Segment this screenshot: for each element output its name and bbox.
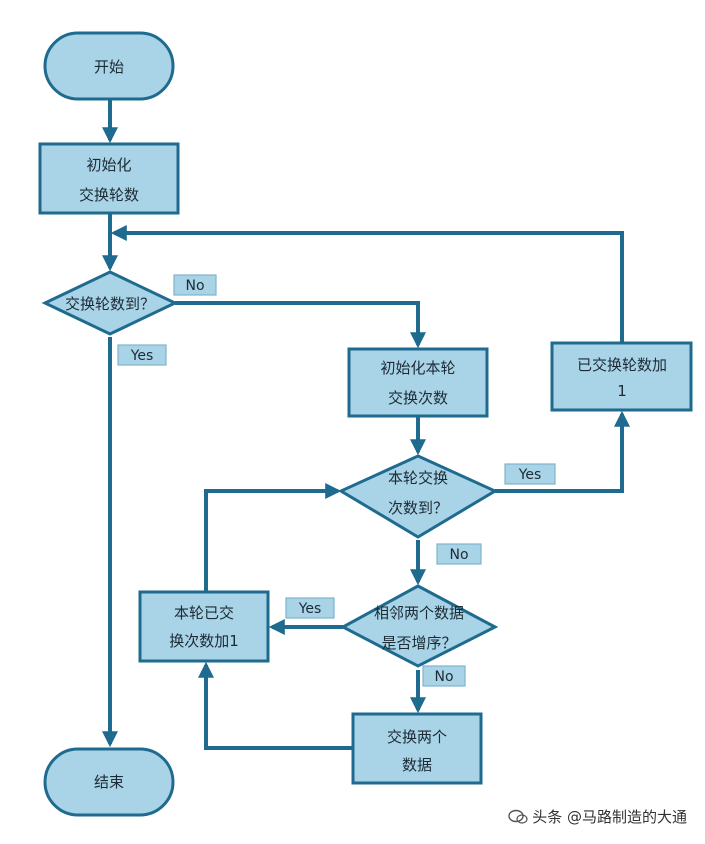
label-no-compare-text: No xyxy=(434,669,453,685)
edge-swap-to-inc-swaps xyxy=(198,661,352,750)
init-rounds-line1: 初始化 xyxy=(86,156,131,174)
swap-line1: 交换两个 xyxy=(387,728,447,746)
inc-rounds-line2: 1 xyxy=(617,382,627,400)
rounds-done-decision: 交换轮数到？ xyxy=(41,270,179,336)
label-no-rounds-text: No xyxy=(185,278,204,294)
compare-line2: 是否增序？ xyxy=(381,634,456,652)
label-yes-rounds: Yes xyxy=(117,344,167,366)
rounds-done-label: 交换轮数到？ xyxy=(65,295,155,313)
swap-line2: 数据 xyxy=(402,756,432,774)
label-no-swaps: No xyxy=(436,543,482,565)
inc-swaps-line1: 本轮已交 xyxy=(174,604,234,622)
compare-decision: 相邻两个数据 是否增序？ xyxy=(339,584,499,668)
edge-swaps-done-yes-to-inc-rounds xyxy=(495,410,630,493)
label-yes-swaps: Yes xyxy=(504,463,556,485)
label-yes-rounds-text: Yes xyxy=(130,348,154,364)
chat-bubble-icon xyxy=(508,809,528,824)
swaps-done-line2: 次数到？ xyxy=(388,499,448,517)
init-swaps-line2: 交换次数 xyxy=(388,389,448,407)
watermark: 头条 @马路制造的大通 xyxy=(508,806,687,827)
swaps-done-line1: 本轮交换 xyxy=(388,469,448,487)
compare-line1: 相邻两个数据 xyxy=(374,604,464,622)
init-swaps-node: 初始化本轮 交换次数 xyxy=(347,347,489,418)
label-yes-compare: Yes xyxy=(285,597,335,619)
edge-inc-swaps-loop-back xyxy=(204,483,342,592)
inc-rounds-node: 已交换轮数加 1 xyxy=(550,341,693,412)
label-no-compare: No xyxy=(422,665,466,687)
label-no-rounds: No xyxy=(173,274,217,296)
start-node: 开始 xyxy=(43,31,175,101)
inc-swaps-node: 本轮已交 换次数加1 xyxy=(138,590,270,663)
watermark-text: 头条 @马路制造的大通 xyxy=(532,808,687,826)
edge-decision-no-to-init-swaps xyxy=(175,301,426,349)
edge-inc-rounds-loop-back xyxy=(110,225,624,343)
label-yes-swaps-text: Yes xyxy=(518,467,542,483)
swap-node: 交换两个 数据 xyxy=(351,712,483,785)
init-rounds-line2: 交换轮数 xyxy=(79,186,139,204)
init-swaps-line1: 初始化本轮 xyxy=(380,359,455,377)
swaps-done-decision: 本轮交换 次数到？ xyxy=(337,454,499,539)
end-node: 结束 xyxy=(43,747,175,817)
inc-swaps-line2: 换次数加1 xyxy=(169,632,239,650)
label-no-swaps-text: No xyxy=(449,547,468,563)
start-label: 开始 xyxy=(94,58,124,76)
inc-rounds-line1: 已交换轮数加 xyxy=(577,356,667,374)
label-yes-compare-text: Yes xyxy=(298,601,322,617)
init-rounds-node: 初始化 交换轮数 xyxy=(38,142,180,215)
end-label: 结束 xyxy=(94,773,124,791)
